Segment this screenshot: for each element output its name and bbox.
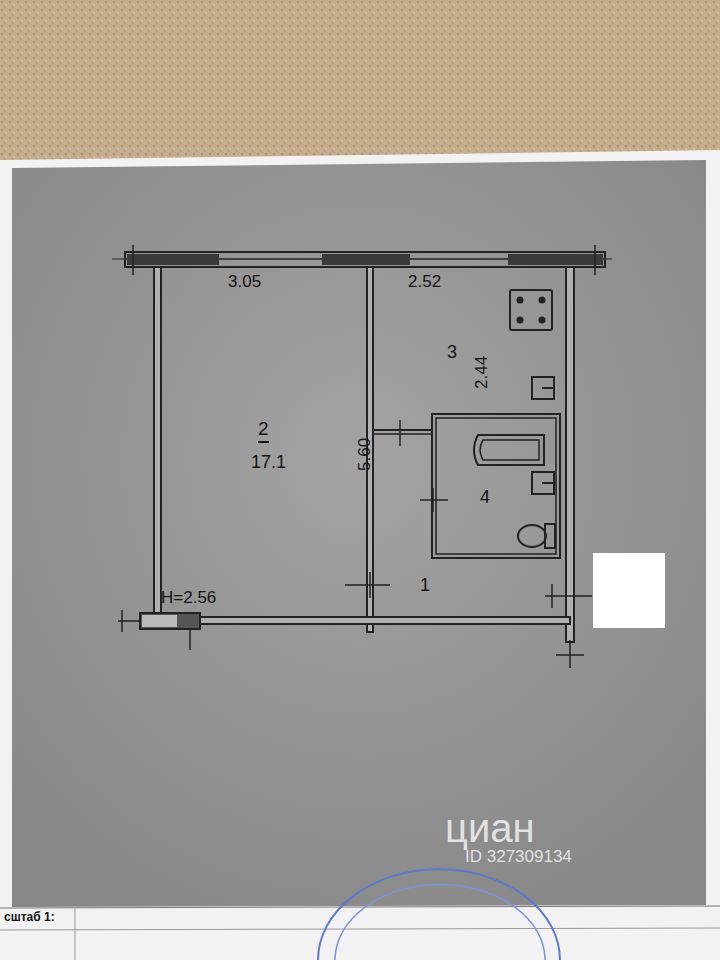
stamp xyxy=(318,869,560,960)
scan-ground xyxy=(12,160,706,907)
room-area: 217.1 xyxy=(161,267,367,617)
room-number: 3 xyxy=(447,343,457,361)
fixtures xyxy=(474,290,555,548)
dimension-label: H=2.56 xyxy=(161,589,216,606)
dimension-label: 3.05 xyxy=(228,273,261,290)
watermark: ID 327309134 xyxy=(465,848,572,865)
paper xyxy=(0,150,720,960)
room-area: 4 xyxy=(438,420,556,552)
dimension-label: 2.52 xyxy=(408,273,441,290)
room-number: 2 xyxy=(258,419,269,443)
dimension-label: 2.44 xyxy=(473,356,490,389)
room-number: 4 xyxy=(480,488,490,506)
room-area: 3 xyxy=(373,267,566,414)
dimension-label: 5.60 xyxy=(356,438,373,471)
white-patch xyxy=(593,553,665,628)
scale-label: сштаб 1: xyxy=(4,911,55,923)
room-number: 1 xyxy=(420,576,430,594)
walls xyxy=(112,245,612,668)
room-area-value: 17.1 xyxy=(251,453,286,471)
watermark: циан xyxy=(445,808,535,848)
room-area: 1 xyxy=(378,564,543,614)
